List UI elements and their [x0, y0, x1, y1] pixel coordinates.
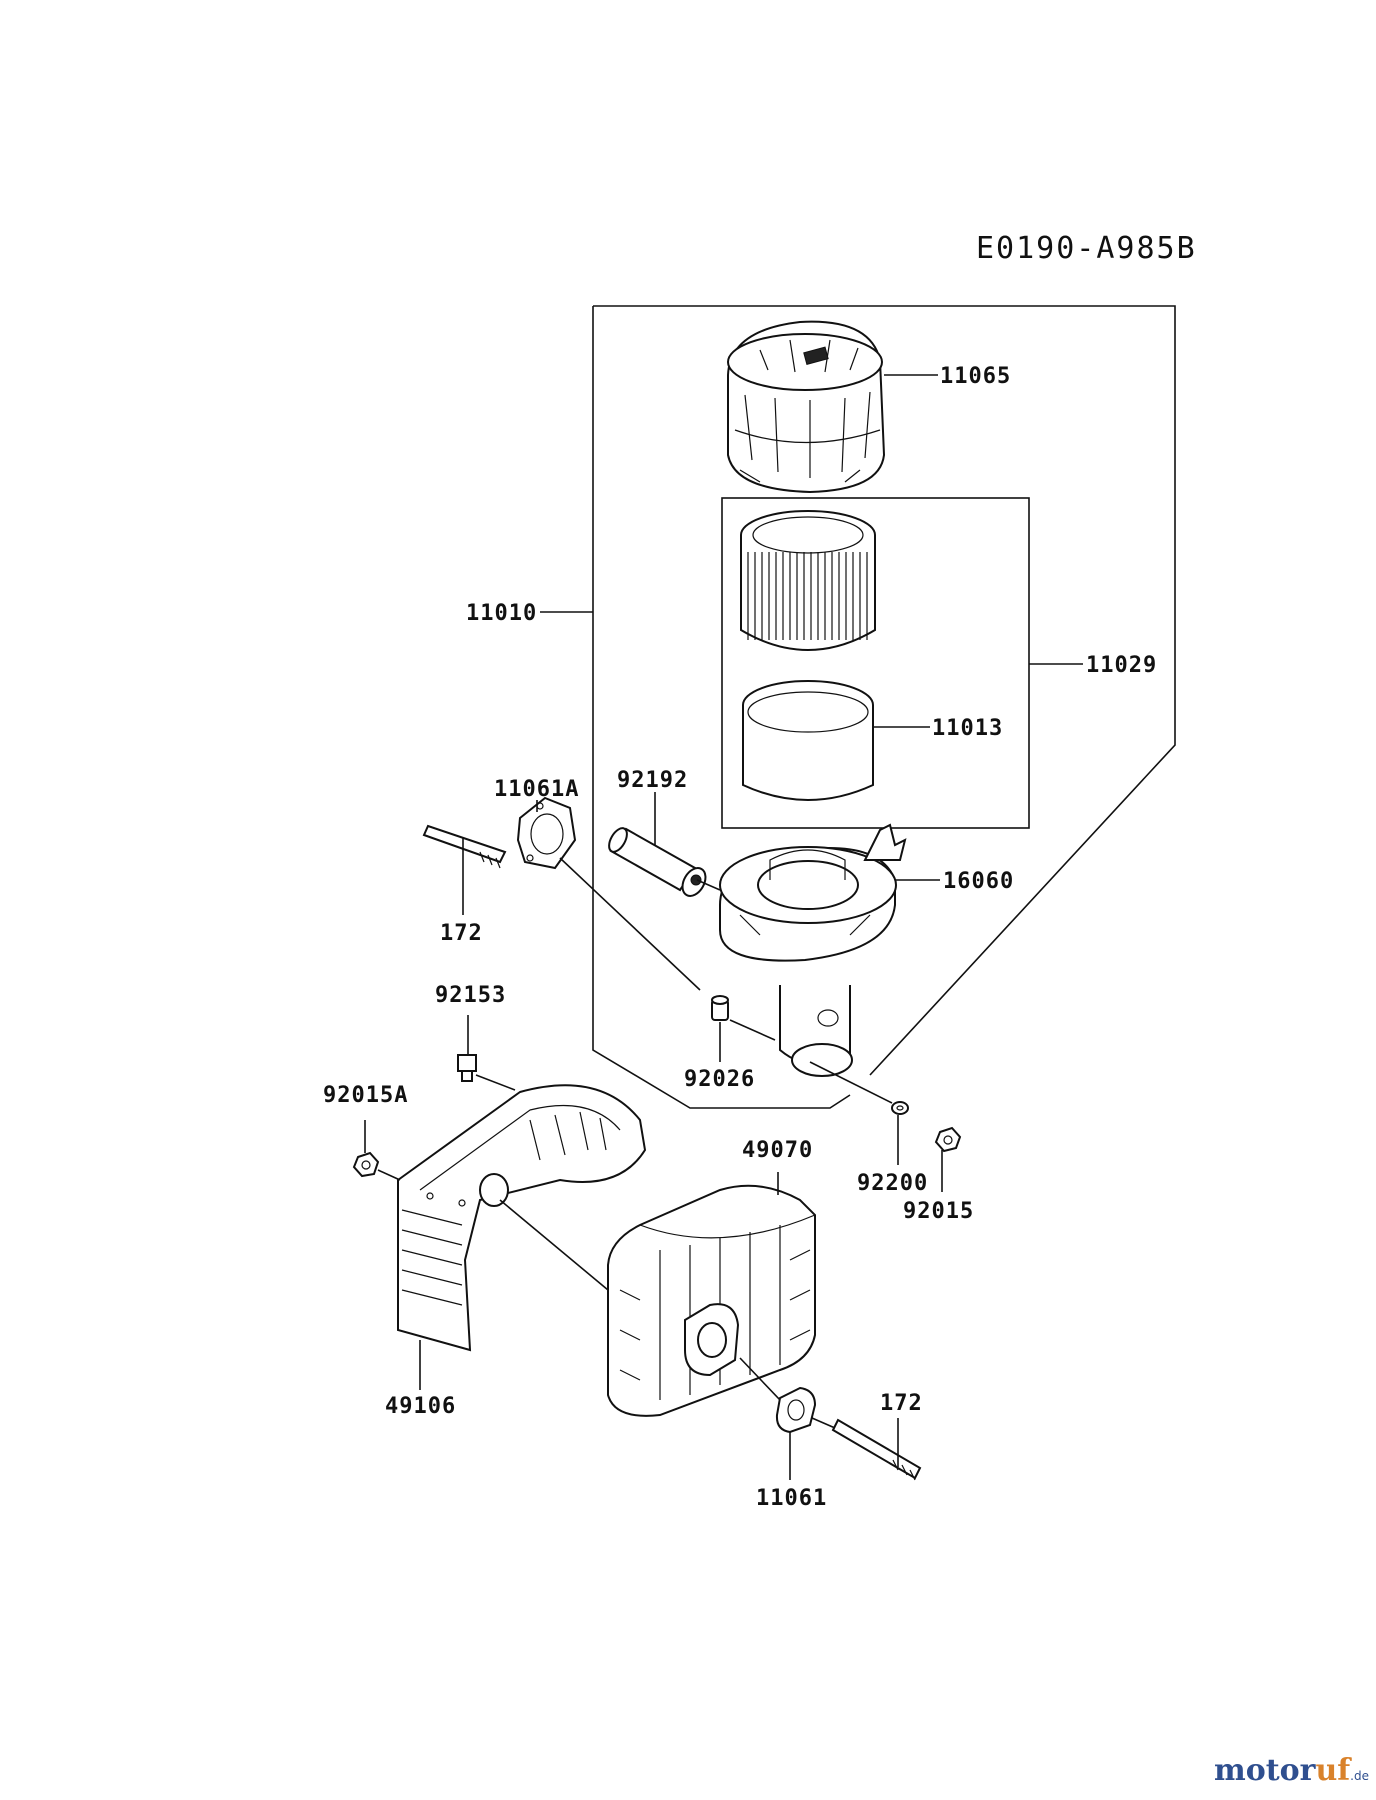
label-92015: 92015	[903, 1199, 974, 1224]
label-92015A: 92015A	[323, 1083, 408, 1108]
muffler	[607, 1184, 816, 1417]
breather-tube	[608, 827, 707, 897]
watermark-part2: uf	[1315, 1753, 1352, 1788]
gasket-bottom	[775, 1386, 817, 1434]
assembly-frame	[592, 305, 1176, 1109]
stud-bolt-top	[422, 824, 507, 869]
label-92200: 92200	[857, 1171, 928, 1196]
pre-filter	[742, 680, 874, 801]
nut-right	[934, 1126, 962, 1153]
label-49106: 49106	[385, 1394, 456, 1419]
label-92026: 92026	[684, 1067, 755, 1092]
filter-box	[721, 497, 1030, 829]
leader-lines	[364, 374, 1083, 1480]
air-cleaner-cover	[727, 320, 886, 494]
washer	[891, 1101, 909, 1115]
filter-element	[740, 510, 876, 651]
svg-text:motoruf.de: motoruf.de	[1214, 1753, 1369, 1788]
label-172-bottom: 172	[880, 1391, 923, 1416]
label-16060: 16060	[943, 869, 1014, 894]
air-cleaner-base	[719, 823, 907, 1077]
spacer-collar	[711, 995, 729, 1021]
watermark-suffix: .de	[1350, 1769, 1369, 1783]
diagram-code: E0190-A985B	[976, 231, 1197, 266]
label-92192: 92192	[617, 768, 688, 793]
flange-bolt	[457, 1054, 477, 1082]
gasket-top	[516, 796, 577, 870]
label-11061: 11061	[756, 1486, 827, 1511]
stud-bolt-bottom	[831, 1418, 922, 1481]
label-11061A: 11061A	[494, 777, 579, 802]
label-11010: 11010	[466, 601, 537, 626]
label-11029: 11029	[1086, 653, 1157, 678]
site-watermark: motoruf.de	[1214, 1753, 1369, 1788]
label-11013: 11013	[932, 716, 1003, 741]
muffler-cover	[397, 1084, 647, 1352]
label-92153: 92153	[435, 983, 506, 1008]
label-49070: 49070	[742, 1138, 813, 1163]
nut-left	[352, 1151, 380, 1178]
watermark-part1: motor	[1214, 1753, 1317, 1788]
label-11065: 11065	[940, 364, 1011, 389]
label-172-top: 172	[440, 921, 483, 946]
